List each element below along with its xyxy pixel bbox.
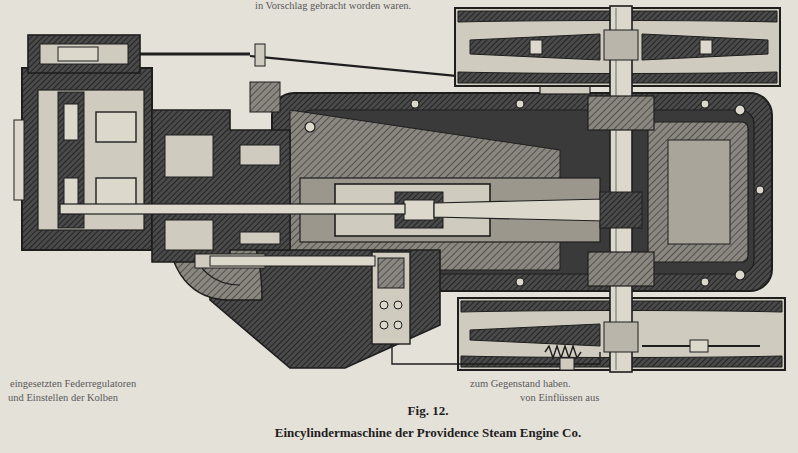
steam-cylinder <box>14 35 152 250</box>
page-text-fragment: und Einstellen der Kolben <box>8 392 118 404</box>
figure-caption: Eincylindermaschine der Providence Steam… <box>275 426 581 441</box>
page-text-fragment: eingesetzten Federregulatoren <box>10 378 136 390</box>
page-text-fragment: zum Gegenstand haben. <box>470 378 571 390</box>
governor-linkage <box>210 252 600 370</box>
crankshaft <box>588 6 654 372</box>
piston-rod <box>60 199 605 221</box>
page-text-fragment: von Einflüssen aus <box>520 392 599 404</box>
figure-number: Fig. 12. <box>408 404 449 419</box>
page-text-fragment: in Vorschlag gebracht worden waren. <box>255 0 411 12</box>
guide-section <box>152 82 290 268</box>
